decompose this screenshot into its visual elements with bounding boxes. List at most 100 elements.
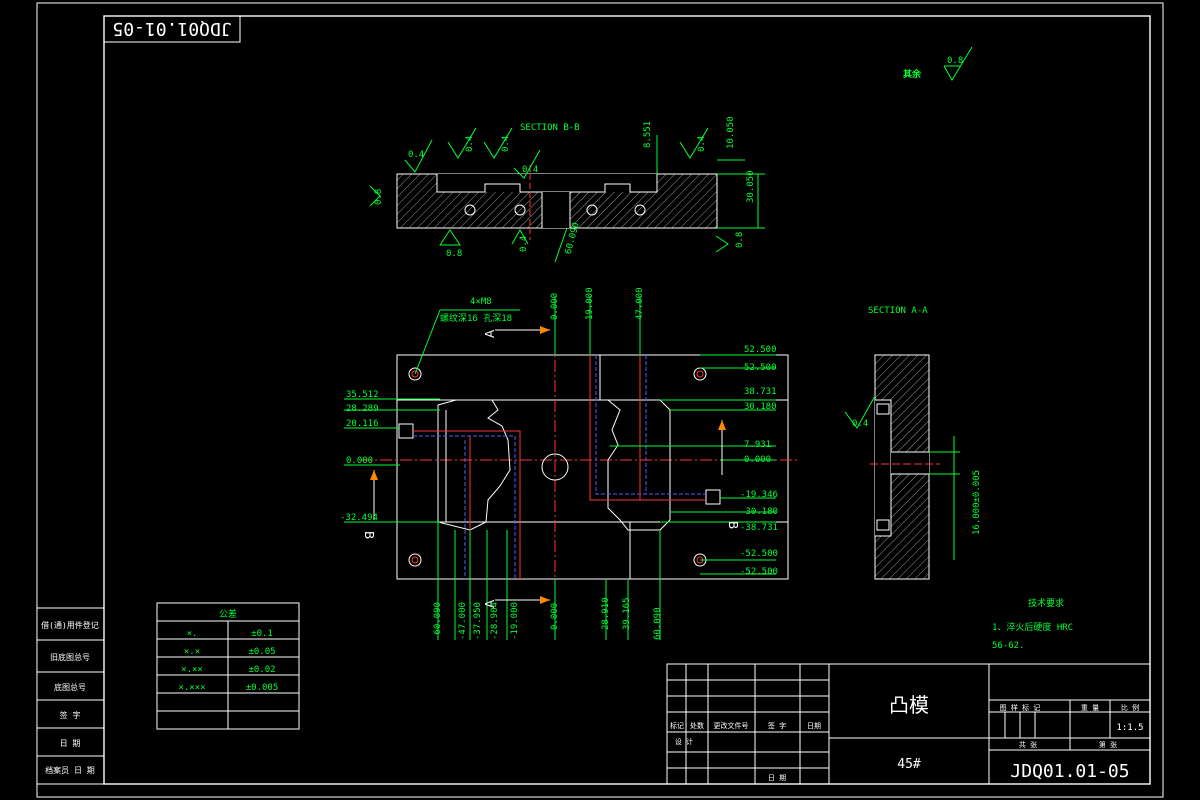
general-roughness: 其余 0.8 [903,46,973,81]
dim-top-2: 47.000 [635,287,645,320]
tb-header-3: 签 字 [768,721,786,730]
dim-top-0: 0.000 [550,293,560,320]
dim-bottom-8: 60.090 [653,607,663,640]
rough-bb-6: 0.8 [374,189,384,205]
dim-left-4: -32.494 [340,513,378,523]
tb-header-0: 标记 [670,721,684,730]
scale: 1:1.5 [1116,723,1143,733]
part-name: 凸模 [889,693,929,717]
drawing-number-box: JDQ01.01-05 [103,15,241,43]
outer-border [36,2,1164,798]
dim-aa: 16.000±0.005 [972,470,982,535]
dim-right-10: -52.500 [740,567,778,577]
dim-right-6: -19.346 [740,490,778,500]
dim-bottom-2: -37.950 [473,602,483,640]
dim-right-8: -38.731 [740,523,778,533]
section-bb-title: SECTION B-B [520,123,580,133]
tol-value-1: ±0.05 [248,647,275,657]
rough-bb-0: 0.4 [408,150,424,160]
dim-bottom-4: -19.000 [510,602,520,640]
tb-header-1: 处数 [690,721,704,730]
stamp-3: 签 字 [60,710,81,720]
tech-req-line2: 56-62. [992,641,1025,651]
left-stamp-column: 借(通)用件登记 旧底图总号 底图总号 签 字 日 期 档案员 日 期 [36,607,105,785]
dim-right-4: 7.931 [744,440,771,450]
dim-left-1: 28.289 [346,404,379,414]
rough-bb-1: 0.4 [465,136,475,152]
dim-right-1: 52.500 [744,363,777,373]
tb-row-date: 日 期 [768,774,786,782]
stamp-1: 旧底图总号 [50,652,90,662]
drawing-number: JDQ01.01-05 [1010,761,1129,782]
dim-bottom-0: -60.090 [433,602,443,640]
roughness-label: 其余 [903,68,922,80]
tolerance-title: 公差 [219,608,237,620]
tb-row-design: 设 计 [675,737,693,746]
tb-rh-1: 重 量 [1081,704,1099,712]
dim-right-9: -52.500 [740,549,778,559]
dim-bb-1: 10.050 [726,116,736,149]
dim-bottom-7: 39.165 [622,597,632,630]
rough-aa: 0.4 [852,419,868,429]
tol-format-0: ×. [187,629,198,639]
tb-rh-2: 比 例 [1121,703,1139,712]
tol-format-3: ×.××× [178,683,205,693]
rough-bb-4: 0.4 [697,136,707,152]
rough-bb-7: 0.8 [446,249,462,259]
stamp-4: 日 期 [60,739,81,748]
technical-requirements: 技术要求 1、淬火后硬度 HRC 56-62. [992,597,1073,651]
dim-bb-2: 30.050 [746,170,756,203]
dim-right-0: 52.500 [744,345,777,355]
section-b-label-right: B [726,521,740,529]
tol-format-1: ×.× [184,647,200,657]
dim-bottom-1: -47.000 [458,602,468,640]
rough-bb-9: 0.8 [735,232,745,248]
section-a-label-top: A [483,329,497,338]
tb-rh-0: 图 样 标 记 [1000,703,1041,712]
tb-sheet-num: 第 张 [1099,740,1117,749]
dim-bottom-6: 28.910 [601,597,611,630]
stamp-0: 借(通)用件登记 [41,620,99,630]
dim-left-3: 0.000 [346,456,373,466]
plan-outline [396,354,789,580]
section-b-label-left: B [362,531,376,539]
stamp-5: 档案员 日 期 [45,765,95,775]
dim-right-7: -30.180 [740,507,778,517]
inner-border [103,15,1151,785]
rough-bb-3: 0.4 [522,165,538,175]
section-aa-view: SECTION A-A 0.4 16.000±0.005 [844,306,982,580]
plan-view: 4×M8 螺纹深16 孔深18 A A B B 0.000 19.000 47.… [340,287,800,640]
section-aa-title: SECTION A-A [868,306,928,316]
rough-bb-2: 0.4 [501,136,511,152]
section-bb-view: SECTION B-B 0.4 0.4 0.4 0.4 0.4 0.8 0.8 … [369,116,765,263]
tol-format-2: ×.×× [181,665,203,675]
tb-header-2: 更改文件号 [714,721,749,730]
tb-header-4: 日期 [807,722,821,730]
tol-value-2: ±0.02 [248,665,275,675]
dim-left-0: 35.512 [346,390,379,400]
tol-value-0: ±0.1 [251,629,273,639]
material: 45# [897,757,921,772]
drawing-number-top: JDQ01.01-05 [112,18,231,39]
dim-right-3: 30.180 [744,402,777,412]
thread-note-2: 螺纹深16 孔深18 [440,312,512,324]
tech-req-title: 技术要求 [1028,597,1064,609]
dim-bb-0: 8.551 [643,121,653,148]
dim-top-1: 19.000 [585,287,595,320]
roughness-value: 0.8 [947,56,963,66]
dim-bottom-3: -28.904 [490,602,500,640]
stamp-2: 底图总号 [54,682,86,692]
thread-note-1: 4×M8 [470,297,492,307]
tb-sheet-total: 共 张 [1019,740,1037,749]
rough-bb-8: 0.4 [519,236,529,252]
section-a-label-bottom: A [483,599,497,608]
title-block: 标记 处数 更改文件号 签 字 日期 设 计 日 期 凸模 45# 图 样 标 … [666,663,1151,785]
tolerance-table: 公差 ×. ±0.1 ×.× ±0.05 ×.×× ±0.02 ×.××× ±0… [156,602,300,730]
tech-req-line1: 1、淬火后硬度 HRC [992,621,1073,633]
tol-value-3: ±0.005 [246,683,279,693]
dim-right-2: 38.731 [744,387,777,397]
dim-bottom-5: 0.000 [550,603,560,630]
dim-left-2: 20.116 [346,419,379,429]
dim-right-5: 0.000 [744,455,771,465]
